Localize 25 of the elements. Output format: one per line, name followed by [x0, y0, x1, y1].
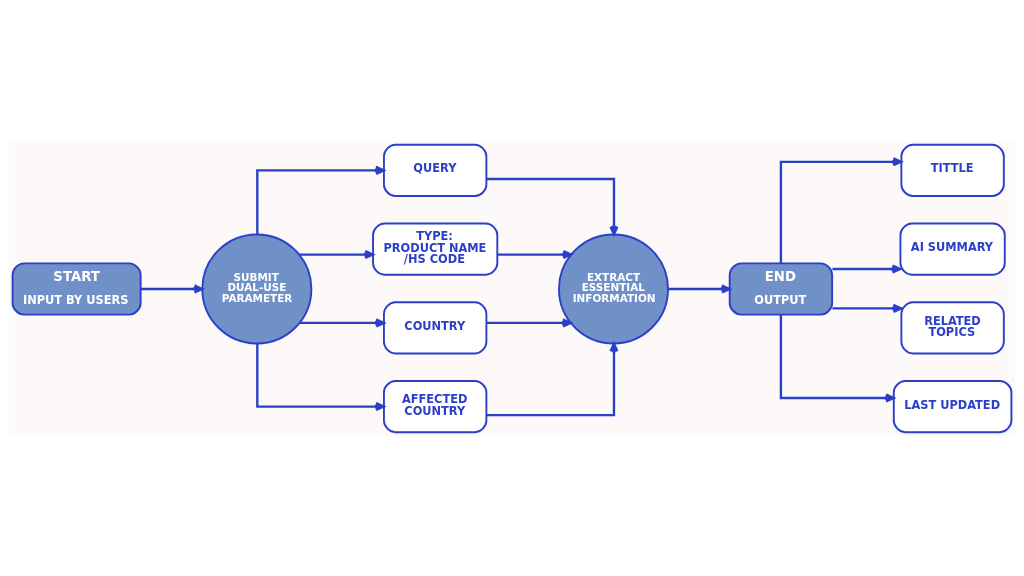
arrow [299, 249, 375, 259]
arrow [300, 317, 386, 327]
node-box: START INPUT BY USERS [11, 261, 142, 316]
arrow [486, 317, 572, 327]
arrow [256, 165, 385, 234]
arrow [832, 263, 902, 274]
arrow [779, 314, 895, 403]
node-box: TYPE: PRODUCT NAME /HS CODE [372, 222, 499, 276]
node-box: AI SUMMARY [899, 222, 1006, 276]
node-box: TITTLE [900, 143, 1005, 197]
node-box: LAST UPDATED [892, 379, 1013, 433]
arrow [668, 283, 731, 294]
arrow [140, 283, 204, 294]
arrow [256, 343, 385, 411]
arrow [486, 177, 619, 235]
node-box: COUNTRY [383, 300, 488, 354]
arrow [486, 341, 619, 416]
node-box: RELATED TOPICS [900, 300, 1005, 354]
node-box: AFFECTED COUNTRY [383, 379, 488, 433]
node-box: QUERY [383, 143, 488, 197]
arrow [832, 303, 903, 313]
node-circle: SUBMIT DUAL-USE PARAMETER [201, 233, 313, 344]
node-box: END OUTPUT [728, 261, 834, 316]
arrow [497, 249, 573, 259]
arrow [779, 156, 903, 263]
